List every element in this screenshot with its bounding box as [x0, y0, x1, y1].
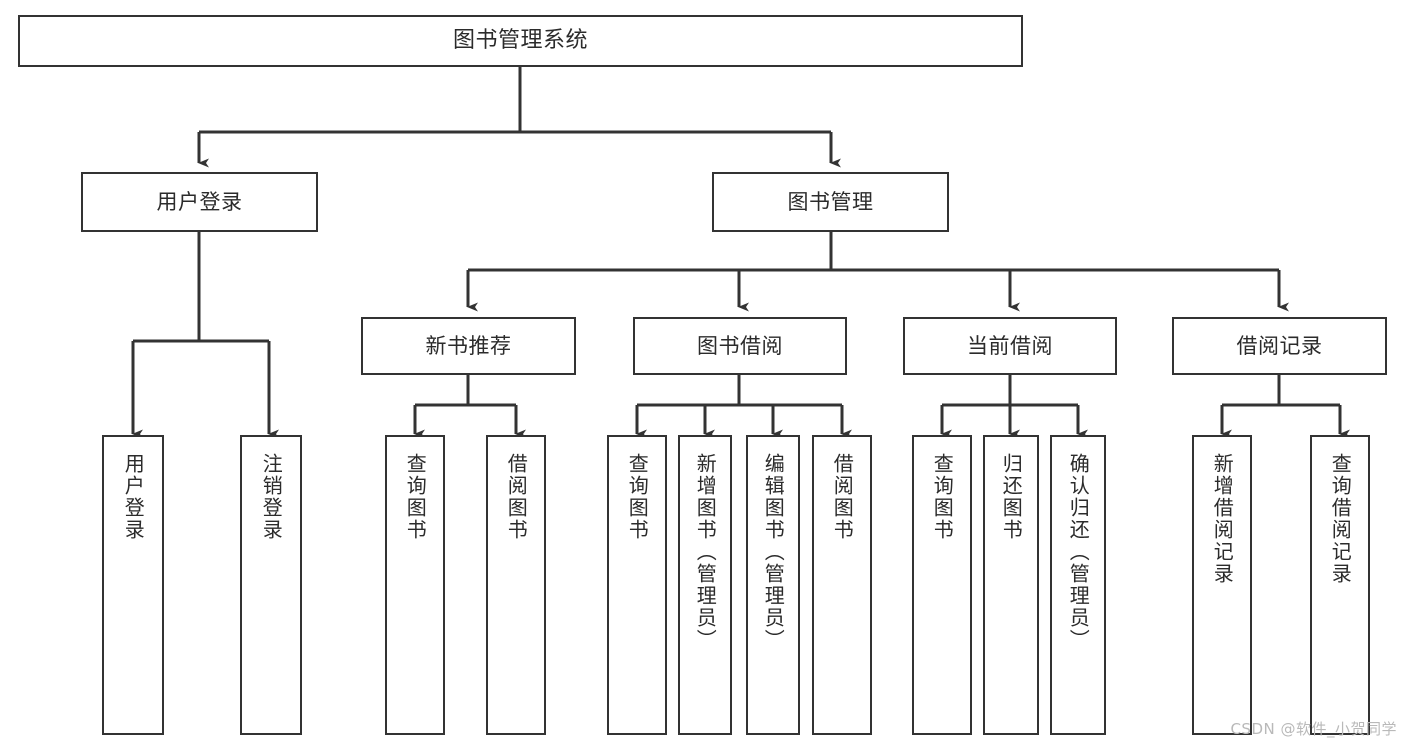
- leaf-borrow-record-add-record[interactable]: 新增借阅记录: [1192, 435, 1252, 735]
- leaf-current-borrow-return-book[interactable]: 归还图书: [983, 435, 1039, 735]
- node-label: 借阅图书: [504, 453, 529, 541]
- leaf-book-borrow-add-book-admin[interactable]: 新增图书（管理员）: [678, 435, 732, 735]
- node-label: 新增图书（管理员）: [693, 453, 718, 651]
- leaf-book-borrow-edit-book-admin[interactable]: 编辑图书（管理员）: [746, 435, 800, 735]
- leaf-user-login-logout[interactable]: 注销登录: [240, 435, 302, 735]
- leaf-new-book-borrow-book[interactable]: 借阅图书: [486, 435, 546, 735]
- node-label: 图书管理系统: [452, 28, 588, 54]
- node-label: 查询图书: [930, 453, 955, 541]
- node-label: 用户登录: [121, 453, 146, 541]
- node-new-book-recommendation[interactable]: 新书推荐: [361, 317, 576, 375]
- node-label: 借阅图书: [830, 453, 855, 541]
- node-label: 查询图书: [625, 453, 650, 541]
- leaf-user-login-login[interactable]: 用户登录: [102, 435, 164, 735]
- node-label: 用户登录: [156, 189, 243, 214]
- node-label: 图书管理: [787, 189, 874, 214]
- node-root-book-management-system[interactable]: 图书管理系统: [18, 15, 1023, 67]
- node-label: 注销登录: [259, 453, 284, 541]
- csdn-watermark: CSDN @软件_小贺同学: [1230, 720, 1397, 738]
- node-label: 归还图书: [999, 453, 1024, 541]
- node-label: 确认归还（管理员）: [1066, 453, 1091, 651]
- node-borrow-record[interactable]: 借阅记录: [1172, 317, 1387, 375]
- node-book-management[interactable]: 图书管理: [712, 172, 949, 232]
- node-label: 查询借阅记录: [1328, 453, 1353, 585]
- node-user-login[interactable]: 用户登录: [81, 172, 318, 232]
- node-label: 新增借阅记录: [1210, 453, 1235, 585]
- node-label: 图书借阅: [697, 333, 783, 358]
- node-label: 编辑图书（管理员）: [761, 453, 786, 651]
- leaf-book-borrow-query-book[interactable]: 查询图书: [607, 435, 667, 735]
- node-label: 当前借阅: [967, 333, 1053, 358]
- node-book-borrow[interactable]: 图书借阅: [633, 317, 847, 375]
- leaf-borrow-record-query-record[interactable]: 查询借阅记录: [1310, 435, 1370, 735]
- node-current-borrow[interactable]: 当前借阅: [903, 317, 1117, 375]
- leaf-current-borrow-confirm-return-admin[interactable]: 确认归还（管理员）: [1050, 435, 1106, 735]
- node-label: 新书推荐: [425, 333, 512, 358]
- leaf-new-book-query-book[interactable]: 查询图书: [385, 435, 445, 735]
- leaf-current-borrow-query-book[interactable]: 查询图书: [912, 435, 972, 735]
- node-label: 借阅记录: [1236, 333, 1323, 358]
- node-label: 查询图书: [403, 453, 428, 541]
- leaf-book-borrow-borrow-book[interactable]: 借阅图书: [812, 435, 872, 735]
